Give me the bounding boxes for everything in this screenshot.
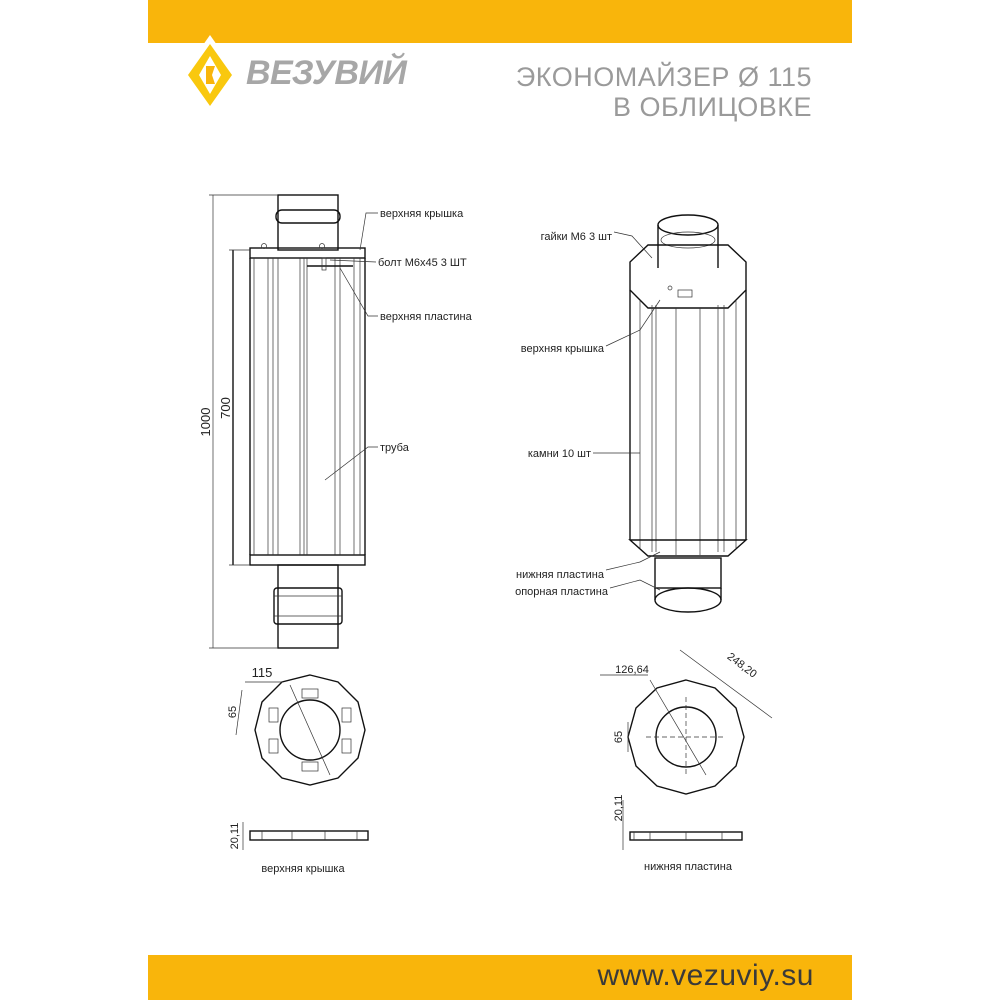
dim-cover-thickness: 20,11: [229, 823, 241, 850]
front-view-drawing: [209, 194, 378, 649]
caption-top-cover: верхняя крышка: [261, 863, 345, 875]
dim-plate-slot: 65: [613, 731, 625, 743]
label-stones: камни 10 шт: [528, 448, 591, 460]
label-top-cover: верхняя крышка: [380, 208, 464, 220]
dim-body-height: 700: [218, 397, 233, 419]
dim-cover-diameter: 115: [252, 665, 273, 680]
footer-bar: www.vezuviy.su: [148, 955, 852, 1000]
label-top-plate: верхняя пластина: [380, 311, 473, 323]
dim-total-height: 1000: [198, 408, 213, 437]
dim-plate-thickness: 20,11: [613, 795, 625, 822]
label-bottom-plate: нижняя пластина: [516, 569, 605, 581]
label-pipe: труба: [380, 442, 410, 454]
label-support-plate: опорная пластина: [515, 586, 609, 598]
brand-logo-icon: [182, 35, 238, 115]
label-bolt: болт М6х45 3 ШТ: [378, 257, 467, 269]
iso-view-drawing: [593, 214, 748, 613]
bottom-plate-plan-drawing: [600, 649, 773, 850]
header-accent-bar: [148, 0, 852, 43]
website-url[interactable]: www.vezuviy.su: [597, 959, 814, 992]
product-title-line1: ЭКОНОМАЙЗЕР Ø 115: [515, 62, 812, 92]
dim-plate-inner: 126,64: [615, 664, 649, 676]
label-iso-top-cover: верхняя крышка: [521, 343, 605, 355]
caption-bottom-plate: нижняя пластина: [644, 861, 733, 873]
label-nuts: гайки М6 3 шт: [541, 231, 612, 243]
dim-plate-outer: 248,20: [725, 651, 759, 681]
dim-cover-slot: 65: [227, 706, 239, 718]
brand-name: ВЕЗУВИЙ: [246, 54, 407, 92]
top-cover-plan-drawing: [235, 674, 369, 850]
product-title-line2: В ОБЛИЦОВКЕ: [613, 92, 812, 122]
